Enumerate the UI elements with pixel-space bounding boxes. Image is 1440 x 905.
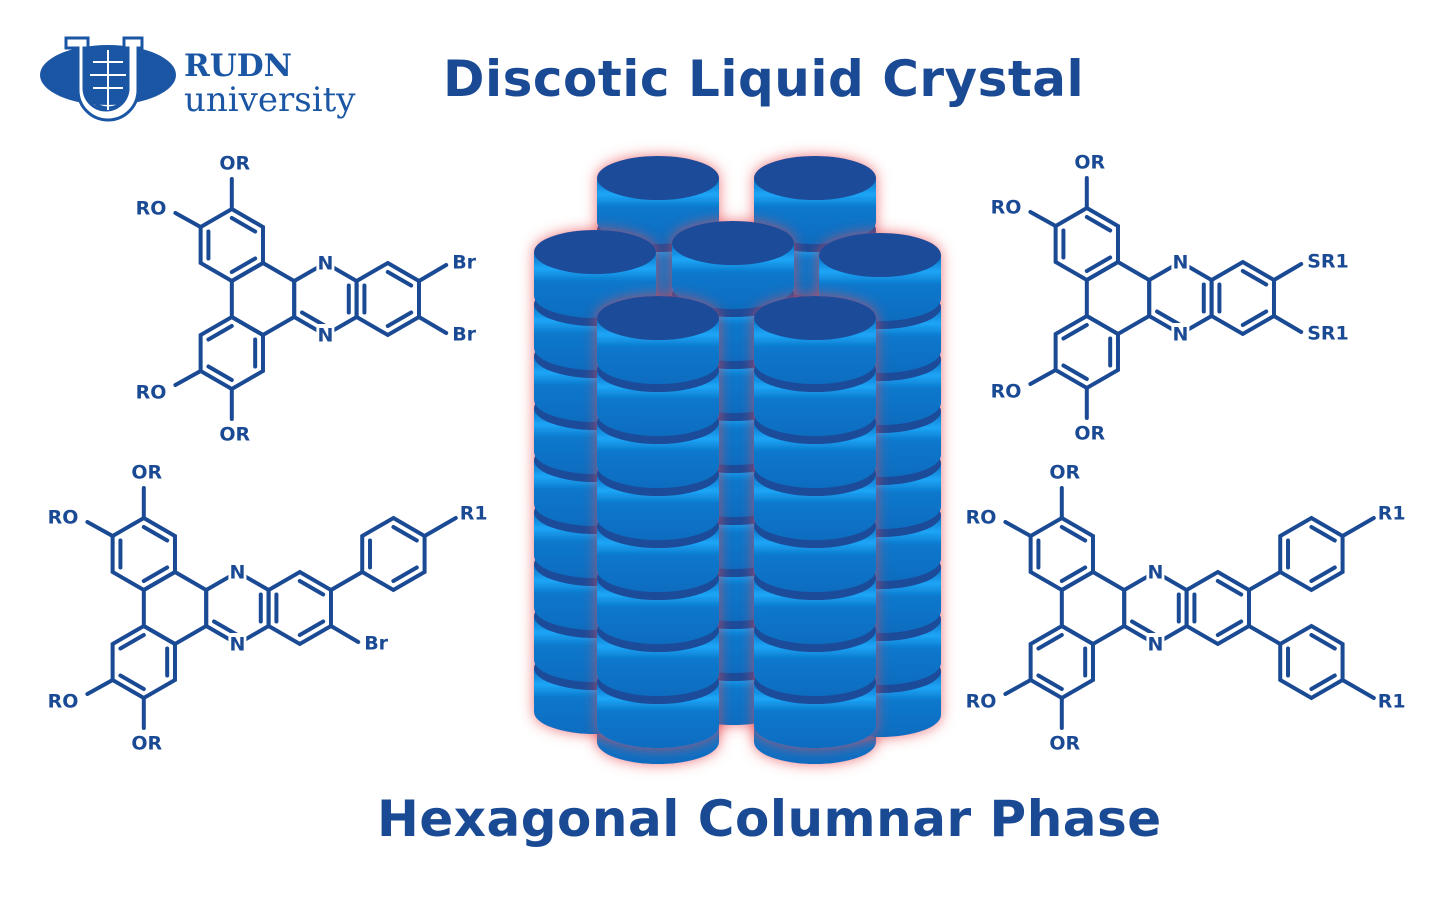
substituent-label: Br	[452, 252, 476, 274]
or-label: OR	[131, 462, 162, 484]
disk-column	[597, 296, 719, 748]
ro-label: RO	[991, 197, 1022, 219]
disk	[754, 156, 876, 244]
nitrogen-label: N	[1147, 562, 1163, 584]
ro-label: RO	[48, 507, 79, 529]
ro-label: RO	[966, 691, 997, 713]
nitrogen-label: N	[317, 325, 333, 347]
logo-subtitle: university	[184, 80, 356, 120]
rudn-logo	[38, 30, 178, 139]
ro-label: RO	[966, 507, 997, 529]
page-subtitle: Hexagonal Columnar Phase	[377, 790, 1162, 848]
nitrogen-label: N	[317, 253, 333, 275]
disk	[597, 156, 719, 244]
disk	[754, 296, 876, 384]
or-label: OR	[131, 733, 162, 755]
or-label: OR	[219, 424, 250, 446]
or-label: OR	[1074, 423, 1105, 445]
or-label: OR	[219, 153, 250, 175]
nitrogen-label: N	[229, 634, 245, 656]
ro-label: RO	[136, 198, 167, 220]
substituent-label: SR1	[1307, 323, 1349, 345]
r1-label: R1	[1378, 503, 1406, 525]
substituent-label: Br	[364, 633, 388, 655]
ro-label: RO	[48, 691, 79, 713]
ro-label: RO	[136, 382, 167, 404]
nitrogen-label: N	[229, 562, 245, 584]
page-title: Discotic Liquid Crystal	[443, 50, 1085, 108]
or-label: OR	[1049, 733, 1080, 755]
r1-label: R1	[1378, 691, 1406, 713]
molecules: NNORROORROBrBrNNORROORROSR1SR1NNORROORRO…	[48, 152, 1406, 755]
disk	[672, 221, 794, 309]
substituent-label: SR1	[1307, 251, 1349, 273]
nitrogen-label: N	[1147, 634, 1163, 656]
logo-name: RUDN	[184, 48, 293, 84]
disk	[597, 296, 719, 384]
disk-column	[754, 296, 876, 748]
rudn-emblem-icon	[40, 36, 176, 122]
or-label: OR	[1049, 462, 1080, 484]
nitrogen-label: N	[1172, 252, 1188, 274]
r1-label: R1	[460, 503, 488, 525]
ro-label: RO	[991, 381, 1022, 403]
or-label: OR	[1074, 152, 1105, 174]
nitrogen-label: N	[1172, 324, 1188, 346]
substituent-label: Br	[452, 324, 476, 346]
columnar-stacks	[534, 156, 941, 764]
